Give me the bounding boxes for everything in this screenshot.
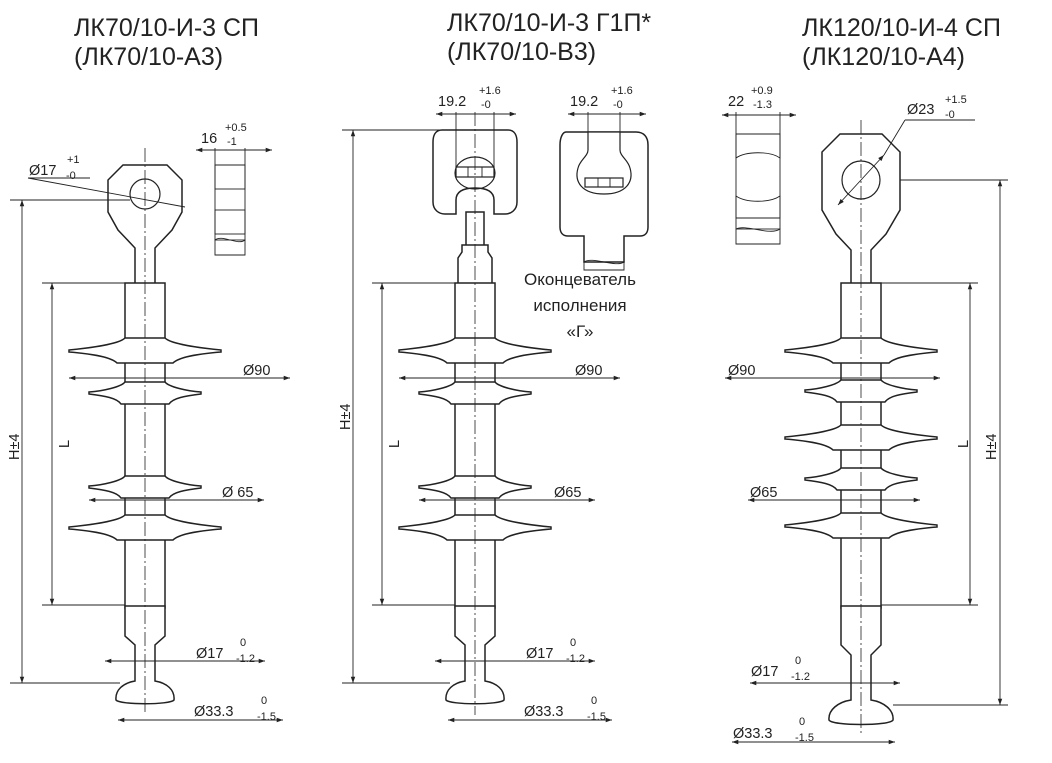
right-ball-diameter: Ø33.3 — [733, 726, 773, 742]
middle-rod-diameter: Ø17 — [526, 646, 553, 662]
right-ball-tol-upper: 0 — [799, 716, 805, 728]
middle-rod-tol-lower: -1.2 — [566, 653, 585, 665]
middle-length-label: L — [387, 440, 403, 448]
right-length-label: L — [956, 440, 972, 448]
middle-clevis-tol-upper-b: +1.6 — [611, 85, 633, 97]
left-eye-tol-upper: +1 — [67, 154, 80, 166]
right-tongue-width: 22 — [728, 94, 744, 110]
title-middle-line2: (ЛК70/10-В3) — [447, 38, 597, 66]
title-left-line1: ЛК70/10-И-3 СП — [74, 14, 260, 42]
right-tongue-tol-lower: -1.3 — [753, 99, 772, 111]
left-length-label: L — [57, 440, 73, 448]
right-eye-diameter: Ø23 — [907, 102, 934, 118]
insulator-left — [68, 148, 222, 715]
dimensions-middle — [342, 111, 620, 723]
right-eye-tol-lower: -0 — [945, 109, 955, 121]
title-right-line1: ЛК120/10-И-4 СП — [802, 14, 1001, 42]
right-eye-tol-upper: +1.5 — [945, 94, 967, 106]
middle-ball-diameter: Ø33.3 — [524, 704, 564, 720]
middle-height-label: H±4 — [338, 404, 354, 431]
left-ball-diameter: Ø33.3 — [194, 704, 234, 720]
left-rod-tol-upper: 0 — [240, 637, 246, 649]
right-rod-diameter: Ø17 — [751, 664, 778, 680]
dimensions-right — [725, 119, 1008, 745]
right-height-label: H±4 — [984, 434, 1000, 461]
left-ball-tol-lower: -1.5 — [257, 711, 276, 723]
middle-clevis-tol-lower-b: -0 — [613, 99, 623, 111]
left-eye-diameter: Ø17 — [29, 163, 56, 179]
dimensions-left — [10, 177, 290, 723]
middle-shed-large: Ø90 — [575, 363, 602, 379]
tongue-section-right — [722, 112, 796, 245]
middle-clevis-width-b: 19.2 — [570, 94, 598, 110]
tongue-section-left — [196, 147, 272, 256]
insulator-right — [784, 120, 938, 735]
title-middle: ЛК70/10-И-3 Г1П* (ЛК70/10-В3) — [447, 9, 651, 67]
insulator-middle — [398, 112, 552, 715]
left-rod-diameter: Ø17 — [196, 646, 223, 662]
right-shed-large: Ø90 — [728, 363, 755, 379]
middle-clevis-tol-upper-a: +1.6 — [479, 85, 501, 97]
title-right: ЛК120/10-И-4 СП (ЛК120/10-А4) — [802, 14, 1001, 72]
left-tongue-width: 16 — [201, 131, 217, 147]
right-ball-tol-lower: -1.5 — [795, 732, 814, 744]
clevis-section-middle — [559, 111, 649, 271]
title-right-line2: (ЛК120/10-А4) — [802, 43, 965, 71]
middle-clevis-tol-lower-a: -0 — [481, 99, 491, 111]
left-shed-large: Ø90 — [243, 363, 270, 379]
right-rod-tol-lower: -1.2 — [791, 671, 810, 683]
left-ball-tol-upper: 0 — [261, 695, 267, 707]
note-line3: «Г» — [567, 322, 594, 341]
middle-ball-tol-upper: 0 — [591, 695, 597, 707]
right-shed-small: Ø65 — [750, 485, 777, 501]
right-rod-tol-upper: 0 — [795, 655, 801, 667]
left-eye-tol-lower: -0 — [66, 170, 76, 182]
note-line2: исполнения — [533, 296, 626, 315]
left-rod-tol-lower: -1.2 — [236, 653, 255, 665]
title-left: ЛК70/10-И-3 СП (ЛК70/10-А3) — [74, 14, 259, 72]
note-line1: Оконцеватель — [524, 270, 636, 289]
left-shed-small: Ø 65 — [222, 485, 253, 501]
left-tongue-tol-upper: +0.5 — [225, 122, 247, 134]
title-middle-line1: ЛК70/10-И-3 Г1П* — [447, 9, 652, 37]
right-tongue-tol-upper: +0.9 — [751, 85, 773, 97]
left-height-label: H±4 — [7, 434, 23, 461]
middle-rod-tol-upper: 0 — [570, 637, 576, 649]
left-tongue-tol-lower: -1 — [227, 136, 237, 148]
middle-clevis-width-a: 19.2 — [438, 94, 466, 110]
middle-shed-small: Ø65 — [554, 485, 581, 501]
middle-ball-tol-lower: -1.5 — [587, 711, 606, 723]
title-left-line2: (ЛК70/10-А3) — [74, 43, 224, 71]
